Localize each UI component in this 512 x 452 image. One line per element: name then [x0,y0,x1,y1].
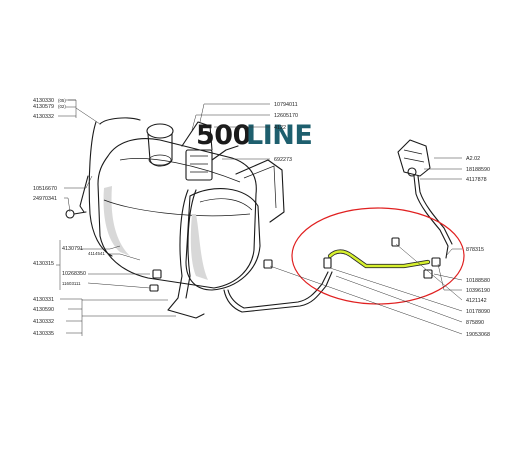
label-4130315: 4130315 [33,261,54,267]
label-11603111: 11603111 [62,281,81,286]
label-4130791: 4130791 [62,246,83,252]
fuel-pump-assembly [323,139,453,279]
label-10178090: 10178090 [466,309,490,315]
left-callouts: 4130330 (05) 4130579 (02) 4130332 105166… [33,98,176,337]
highlight-circle [291,207,465,305]
label-4130590: 4130590 [33,307,54,313]
label-875890: 875890 [466,320,484,326]
label-18188590: 18188590 [466,167,490,173]
label-4130332-b: 4130332 [33,319,54,325]
label-4121142: 4121142 [466,298,487,304]
suffix-05: (05) [58,98,66,103]
label-10794011: 10794011 [274,102,298,108]
svg-text:LINE: LINE [246,120,312,151]
label-4130331: 4130331 [33,297,54,303]
label-4130332: 4130332 [33,114,54,120]
label-19053068: 19053068 [466,332,490,338]
label-4130330: 4130330 [33,98,54,104]
svg-text:500: 500 [196,120,251,151]
right-callouts: A2.02 18188590 4117878 878315 10188580 1… [269,156,490,338]
suffix-02: (02) [58,104,66,109]
label-4117878: 4117878 [466,177,487,183]
label-10188580: 10188580 [466,278,490,284]
label-4130335: 4130335 [33,331,54,337]
logo: 500 LINE [196,120,313,151]
label-10268350: 10268350 [62,271,86,277]
label-4122: 4122 [274,125,286,131]
label-10516670: 10516670 [33,186,57,192]
label-12605170: 12605170 [274,113,298,119]
fuel-tank [65,117,333,319]
label-10396190: 10396190 [466,288,490,294]
label-4130579: 4130579 [33,104,54,110]
version-label: A2.02 [466,156,480,162]
label-24970341: 24970341 [33,196,57,202]
label-878315: 878315 [466,247,484,253]
highlighted-fuel-line [328,250,430,268]
label-692273: 692273 [274,157,292,163]
top-callouts: 10794011 12605170 4122 692273 [191,102,298,163]
label-4114541: 4114541 [88,251,105,256]
